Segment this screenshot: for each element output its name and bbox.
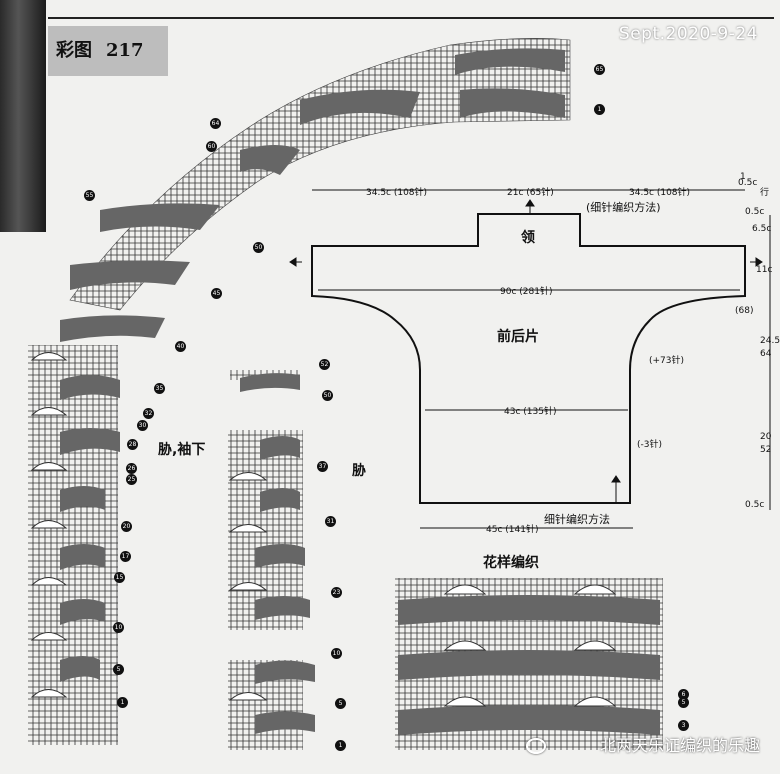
garment-schematic — [311, 213, 746, 504]
row-marker: 28 — [127, 439, 138, 450]
right-dim-2: 6.5c — [752, 224, 772, 234]
row-marker: 30 — [137, 420, 148, 431]
right-dim-9: 0.5c — [745, 500, 765, 510]
row-marker: 1 — [335, 740, 346, 751]
row-marker: 5 — [113, 664, 124, 675]
right-dim-4: (68) — [735, 306, 754, 316]
row-marker: 35 — [154, 383, 165, 394]
row-marker: 31 — [325, 516, 336, 527]
row-marker: 1 — [594, 104, 605, 115]
model-photo — [0, 0, 46, 232]
right-dim-top-1: 1 — [740, 172, 746, 182]
row-marker: 60 — [206, 141, 217, 152]
row-marker: 65 — [594, 64, 605, 75]
right-dim-5: 24.5 — [760, 336, 780, 346]
figure-tag: 彩图 217 — [48, 26, 168, 76]
dimension-lines — [289, 189, 771, 529]
width-neck: 21c (65针) — [507, 188, 554, 198]
pattern-section-label: 花样编织 — [483, 555, 539, 571]
figure-prefix: 彩图 — [56, 40, 92, 61]
neck-label: 领 — [521, 230, 535, 246]
row-marker: 37 — [317, 461, 328, 472]
neck-method-note: (细针编织方法) — [586, 201, 661, 214]
pattern-swatch — [395, 578, 663, 750]
side-section-label: 胁 — [352, 463, 366, 479]
row-marker: 15 — [114, 572, 125, 583]
right-dim-3: 11c — [756, 265, 773, 275]
right-dim-7: 20 — [760, 432, 772, 442]
hem-method-note: 细针编织方法 — [544, 513, 610, 526]
right-dim-row: 行 — [760, 188, 770, 198]
decrease-note: (-3针) — [637, 440, 662, 450]
row-marker: 50 — [322, 390, 333, 401]
width-right: 34.5c (108针) — [629, 188, 691, 198]
sleeve-chart — [28, 345, 120, 745]
row-marker: 5 — [335, 698, 346, 709]
right-dim-6: 64 — [760, 349, 772, 359]
width-left: 34.5c (108针) — [366, 188, 428, 198]
row-marker: 50 — [253, 242, 264, 253]
row-marker: 20 — [121, 521, 132, 532]
row-marker: 10 — [331, 648, 342, 659]
yoke-chart — [60, 38, 571, 342]
row-marker: 25 — [126, 474, 137, 485]
increase-note: (+73针) — [649, 356, 685, 366]
row-marker: 1 — [117, 697, 128, 708]
waist-width: 43c (135针) — [504, 407, 557, 417]
row-marker: 23 — [331, 587, 342, 598]
row-marker: 45 — [211, 288, 222, 299]
row-marker: 3 — [678, 720, 689, 731]
body-label: 前后片 — [497, 329, 539, 345]
row-marker: 40 — [175, 341, 186, 352]
row-marker: 10 — [113, 622, 124, 633]
row-marker: 6 — [678, 689, 689, 700]
right-dim-0: 0.5c — [738, 178, 758, 188]
watermark-text: 北两天乐证编织的乐趣 — [599, 736, 760, 755]
date-stamp: Sept.2020-9-24 — [618, 24, 758, 44]
row-marker: 5 — [678, 697, 689, 708]
figure-number: 217 — [106, 40, 144, 61]
row-marker: 17 — [120, 551, 131, 562]
sleeve-section-label: 胁,袖下 — [158, 442, 206, 458]
row-marker: 26 — [126, 463, 137, 474]
row-marker: 32 — [143, 408, 154, 419]
total-width: 90c (281针) — [500, 287, 553, 297]
row-marker: 64 — [210, 118, 221, 129]
hem-width: 45c (141针) — [486, 525, 539, 535]
row-marker: 52 — [319, 359, 330, 370]
side-chart — [228, 370, 315, 750]
row-marker: 55 — [84, 190, 95, 201]
top-rule — [48, 17, 774, 19]
right-dim-1: 0.5c — [745, 207, 765, 217]
wechat-logo-icon — [526, 738, 546, 754]
right-dim-8: 52 — [760, 445, 772, 455]
